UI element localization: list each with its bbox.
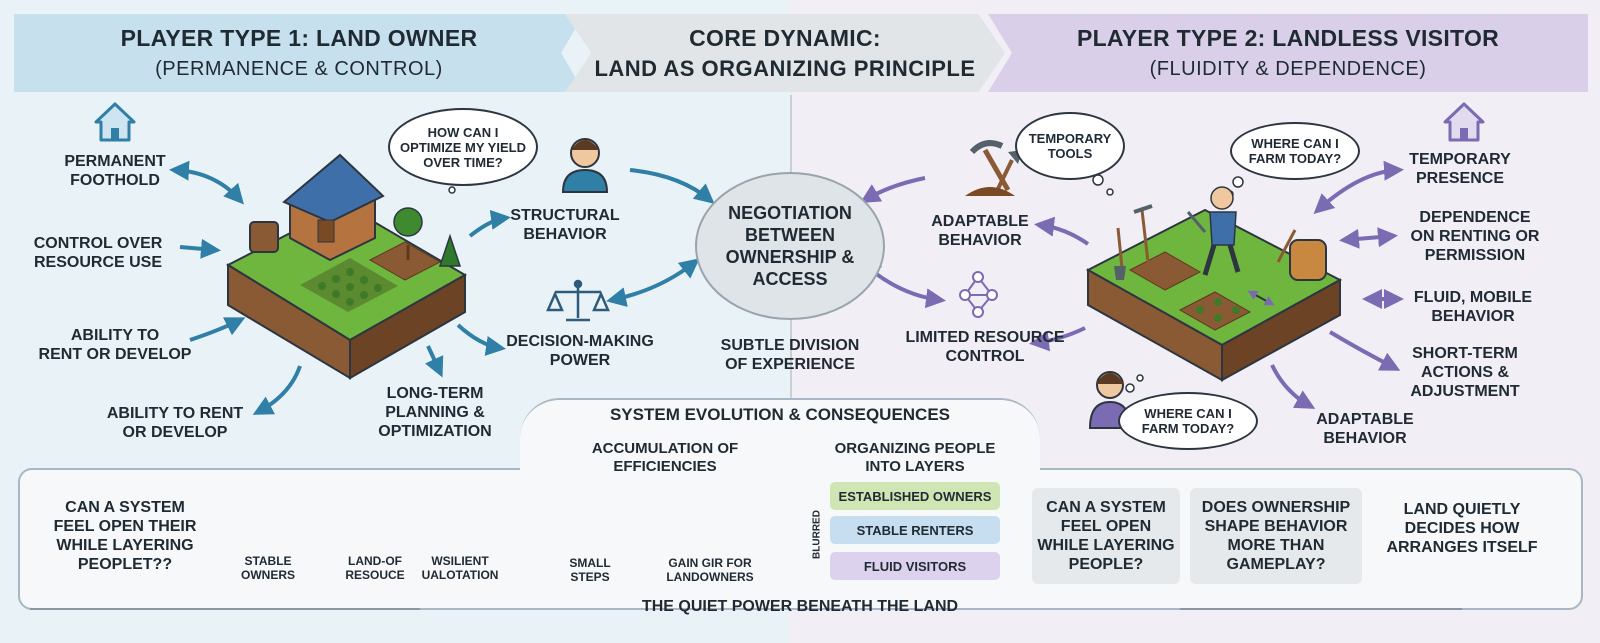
label-limited-resource-control: LIMITED RESOURCE CONTROL bbox=[905, 329, 1065, 365]
label-permanent-foothold: PERMANENT FOOTHOLD bbox=[64, 153, 166, 189]
label-decision-making-power: DECISION-MAKING POWER bbox=[506, 333, 654, 369]
question-system-open: CAN A SYSTEM FEEL OPEN WHILE LAYERING PE… bbox=[1032, 488, 1180, 584]
owner-farm-tile bbox=[225, 153, 468, 380]
tools-icon bbox=[965, 140, 1022, 196]
person-icon-owner bbox=[561, 138, 609, 193]
negotiation-oval: NEGOTIATION BETWEEN OWNERSHIP & ACCESS bbox=[695, 172, 885, 320]
question-ownership-behavior: DOES OWNERSHIP SHAPE BEHAVIOR MORE THAN … bbox=[1190, 488, 1362, 584]
label-subtle-division: SUBTLE DIVISION OF EXPERIENCE bbox=[720, 337, 860, 373]
mini-chart-label-stable-owners: STABLE OWNERS bbox=[241, 554, 295, 582]
house-icon-owner bbox=[94, 102, 136, 142]
footer-line-left bbox=[30, 608, 420, 610]
accumulation-title: ACCUMULATION OF EFFICIENCIES bbox=[591, 440, 739, 475]
house-icon-visitor bbox=[1443, 102, 1485, 142]
system-evolution-header bbox=[520, 398, 1040, 478]
banner-land-owner: PLAYER TYPE 1: LAND OWNER (PERMANENCE & … bbox=[14, 14, 584, 92]
owner-arrows bbox=[169, 160, 715, 415]
label-short-term-actions: SHORT-TERM ACTIONS & ADJUSTMENT bbox=[1410, 345, 1520, 400]
label-ability-rent-develop-2: ABILITY TO RENT OR DEVELOP bbox=[106, 405, 244, 441]
label-temporary-presence: TEMPORARY PRESENCE bbox=[1409, 151, 1511, 187]
footer-line-right bbox=[1180, 608, 1462, 610]
network-icon bbox=[959, 271, 998, 318]
banner-landless-visitor-subtitle: (FLUIDITY & DEPENDENCE) bbox=[1149, 58, 1427, 80]
banner-core-dynamic-title: CORE DYNAMIC: bbox=[689, 24, 881, 51]
label-control-resource-use: CONTROL OVER RESOURCE USE bbox=[33, 235, 163, 271]
layers-title: ORGANIZING PEOPLE INTO LAYERS bbox=[834, 440, 996, 475]
mini-chart-label-resilient: WSILIENT UALOTATION bbox=[421, 554, 499, 582]
label-ability-rent-develop: ABILITY TO RENT OR DEVELOP bbox=[38, 327, 192, 363]
banner-landless-visitor-title: PLAYER TYPE 2: LANDLESS VISITOR bbox=[1076, 25, 1500, 51]
label-dependence-renting: DEPENDENCE ON RENTING OR PERMISSION bbox=[1410, 209, 1540, 264]
label-land-quietly-decides: LAND QUIETLY DECIDES HOW ARRANGES ITSELF bbox=[1386, 501, 1538, 556]
label-fluid-mobile-behavior: FLUID, MOBILE BEHAVIOR bbox=[1413, 289, 1533, 325]
banner-core-dynamic-subtitle: LAND AS ORGANIZING PRINCIPLE bbox=[594, 55, 976, 81]
thought-bubble-where-farm-2: WHERE CAN I FARM TODAY? bbox=[1118, 392, 1258, 450]
label-adaptable-behavior: ADAPTABLE BEHAVIOR bbox=[931, 213, 1029, 249]
layer-established-owners: ESTABLISHED OWNERS bbox=[830, 482, 1000, 510]
thought-bubble-temporary-tools: TEMPORARY TOOLS bbox=[1015, 112, 1125, 180]
label-blurred: BLURRED bbox=[811, 510, 823, 559]
label-small-steps: SMALL STEPS bbox=[569, 556, 611, 584]
scales-icon bbox=[546, 279, 610, 322]
system-evolution-title: SYSTEM EVOLUTION & CONSEQUENCES bbox=[609, 405, 951, 424]
banner-land-owner-title: PLAYER TYPE 1: LAND OWNER bbox=[120, 25, 478, 51]
layer-fluid-visitors: FLUID VISITORS bbox=[830, 552, 1000, 580]
mini-chart-label-land-of-resource: LAND-OF RESOUCE bbox=[345, 554, 405, 582]
banner-landless-visitor: PLAYER TYPE 2: LANDLESS VISITOR (FLUIDIT… bbox=[988, 14, 1588, 92]
question-system-open-left: CAN A SYSTEM FEEL OPEN THEIR WHILE LAYER… bbox=[53, 499, 197, 573]
footer-title: THE QUIET POWER BENEATH THE LAND bbox=[641, 598, 959, 615]
label-structural-behavior: STRUCTURAL BEHAVIOR bbox=[510, 207, 620, 243]
label-long-term-planning: LONG-TERM PLANNING & OPTIMIZATION bbox=[378, 385, 492, 440]
label-gain-landowners: GAIN GIR FOR LANDOWNERS bbox=[666, 556, 754, 584]
banner-core-dynamic: CORE DYNAMIC: LAND AS ORGANIZING PRINCIP… bbox=[565, 14, 1005, 92]
label-adaptable-behavior-2: ADAPTABLE BEHAVIOR bbox=[1316, 411, 1414, 447]
visitor-farm-tile bbox=[1085, 186, 1343, 382]
visitor-arrows bbox=[859, 160, 1404, 409]
thought-bubble-owner: HOW CAN I OPTIMIZE MY YIELD OVER TIME? bbox=[388, 108, 538, 186]
layer-stable-renters: STABLE RENTERS bbox=[830, 516, 1000, 544]
thought-bubble-where-farm: WHERE CAN I FARM TODAY? bbox=[1230, 122, 1360, 180]
banner-land-owner-subtitle: (PERMANENCE & CONTROL) bbox=[155, 58, 443, 80]
